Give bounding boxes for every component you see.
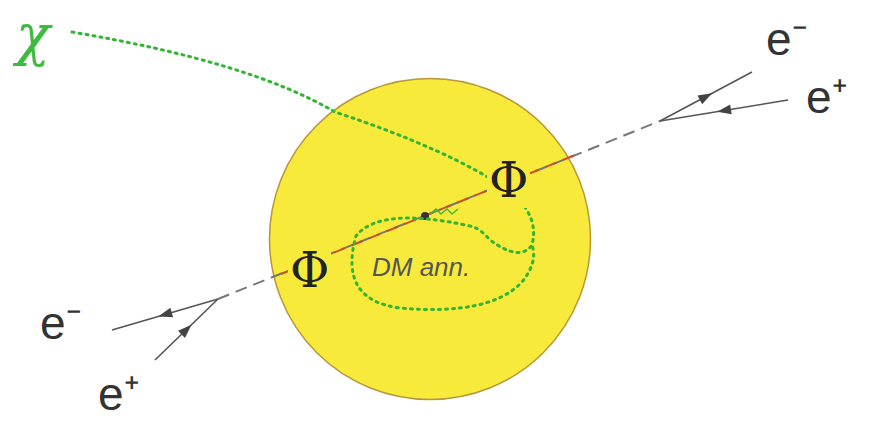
circle-outline (268, 77, 592, 401)
sun-circle: DM ann. (268, 77, 592, 401)
mediator-line (218, 121, 660, 299)
dm-trajectory (72, 32, 534, 310)
fermion-line (155, 299, 218, 360)
electron-label: e⁻ (766, 6, 808, 68)
electron-label: e⁻ (40, 290, 82, 352)
positron-label: e⁺ (98, 361, 140, 423)
fermion-line (660, 100, 788, 121)
particle-label: χ (16, 2, 50, 67)
mediator-label: Φ (487, 152, 530, 208)
annihilation-label: DM ann. (372, 252, 470, 283)
squiggle (430, 209, 458, 214)
positron-label: e⁺ (806, 64, 848, 126)
mediator-label: Φ (288, 242, 331, 298)
